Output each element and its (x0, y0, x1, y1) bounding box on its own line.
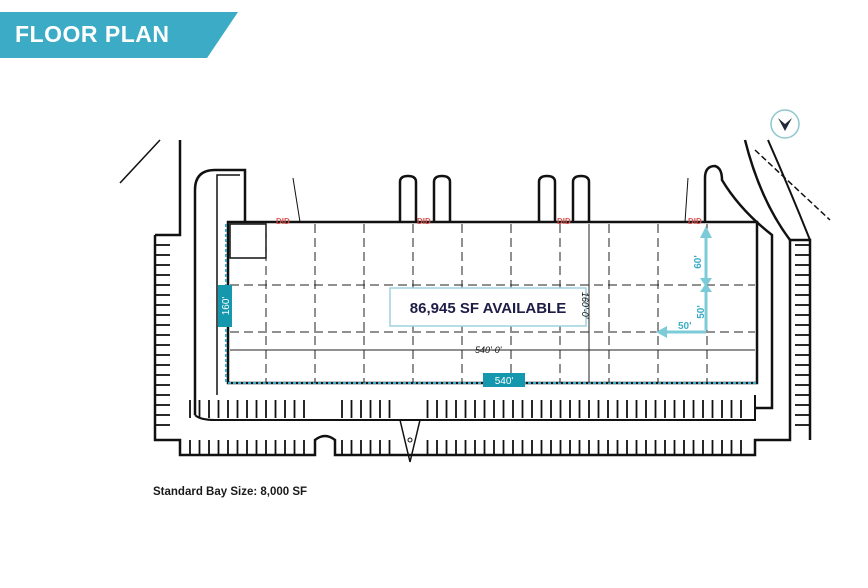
door-label: DID (688, 217, 702, 226)
width-badge (483, 373, 525, 387)
parking-stalls (155, 244, 810, 455)
bay-dimension-arrows (656, 226, 712, 338)
door-label: DID (417, 217, 431, 226)
site-outline (119, 139, 831, 463)
bay-width-label: 50' (678, 321, 692, 332)
depth-badge (218, 285, 232, 327)
available-label: 86,945 SF AVAILABLE (410, 300, 566, 317)
north-arrow-icon (770, 109, 800, 139)
bay-depth-label-2: 50' (696, 305, 707, 319)
depth-badge-label: 160' (221, 297, 232, 316)
bay-size-note: Standard Bay Size: 8,000 SF (153, 486, 308, 498)
bay-depth-label: 60' (693, 255, 704, 269)
width-dimension: 540'-0' (475, 345, 502, 355)
width-badge-label: 540' (495, 376, 514, 387)
page-title: FLOOR PLAN (15, 21, 170, 47)
floor-plan-banner: FLOOR PLAN (0, 12, 238, 58)
door-label: DID (276, 217, 290, 226)
available-box (389, 287, 587, 327)
depth-dimension: 160'-0' (580, 292, 590, 319)
door-label: DID (557, 217, 571, 226)
